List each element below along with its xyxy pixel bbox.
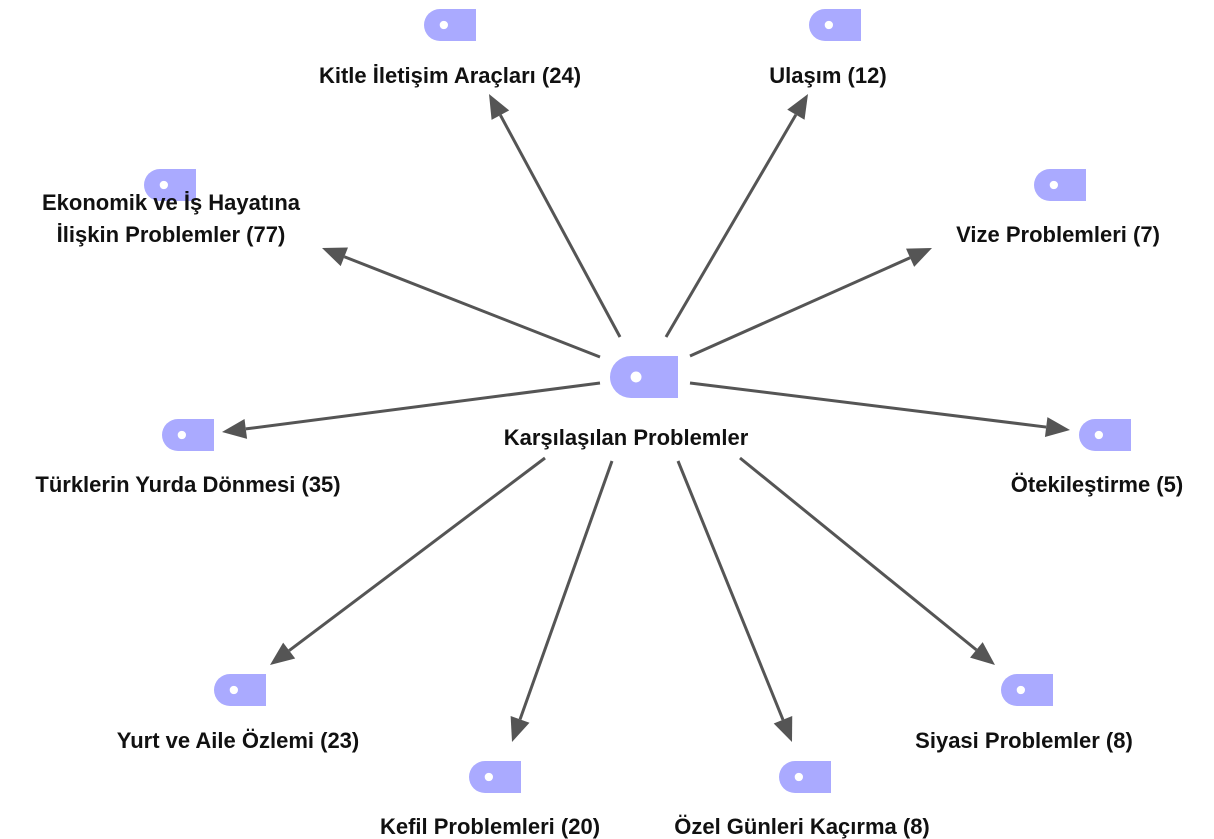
edge-to-ekonomik — [322, 247, 601, 359]
code-tag-shape — [1001, 674, 1053, 706]
code-tag-shape — [424, 9, 476, 41]
code-tag-shape — [162, 419, 214, 451]
code-tag-dot — [1049, 180, 1058, 190]
code-tag-shape — [610, 356, 678, 398]
code-tag-dot — [1094, 430, 1103, 440]
edge-to-kefil — [510, 460, 614, 742]
arrow-head-icon — [773, 716, 793, 742]
arrow-head-icon — [322, 247, 348, 267]
code-tag-dot — [484, 772, 493, 782]
code-tag-dot — [439, 20, 448, 30]
center-node-label: Karşılaşılan Problemler — [504, 425, 749, 450]
node-label-yurt: Yurt ve Aile Özlemi (23) — [117, 728, 360, 753]
code-tag-shape — [1034, 169, 1086, 201]
node-label-siyasi: Siyasi Problemler (8) — [915, 728, 1133, 753]
code-tag-shape — [1079, 419, 1131, 451]
edge-line — [689, 381, 1047, 429]
edge-to-vize — [689, 248, 932, 358]
node-label-siyasi-line: Siyasi Problemler (8) — [915, 728, 1133, 753]
edge-to-kitle — [489, 94, 622, 338]
arrow-head-icon — [906, 248, 932, 267]
node-label-vize-line: Vize Problemleri (7) — [956, 222, 1160, 247]
arrow-head-icon — [970, 642, 995, 665]
arrow-head-icon — [1044, 417, 1070, 437]
edge-to-otekilestirme — [689, 381, 1070, 437]
siyasi-code-tag-icon[interactable] — [1001, 674, 1053, 706]
edge-line — [499, 114, 622, 338]
kefil-code-tag-icon[interactable] — [469, 761, 521, 793]
code-tag-dot — [177, 430, 186, 440]
node-label-ulasim-line: Ulaşım (12) — [769, 63, 886, 88]
edge-line — [343, 255, 601, 359]
arrow-head-icon — [222, 418, 248, 439]
yurt-code-tag-icon[interactable] — [214, 674, 266, 706]
edge-to-turklerin — [222, 381, 601, 439]
code-tag-dot — [229, 685, 238, 695]
node-label-ozel: Özel Günleri Kaçırma (8) — [674, 814, 930, 839]
edge-line — [288, 456, 546, 652]
code-tag-dot — [794, 772, 804, 782]
vize-code-tag-icon[interactable] — [1034, 169, 1086, 201]
code-tag-shape — [779, 761, 831, 793]
edge-line — [664, 113, 798, 338]
edge-line — [518, 460, 614, 720]
edge-line — [676, 460, 785, 721]
ulasim-code-tag-icon[interactable] — [809, 9, 861, 41]
node-label-vize: Vize Problemleri (7) — [956, 222, 1160, 247]
ozel-code-tag-icon[interactable] — [779, 761, 831, 793]
code-tag-dot — [824, 20, 834, 30]
node-label-turklerin: Türklerin Yurda Dönmesi (35) — [35, 472, 340, 497]
node-label-ulasim: Ulaşım (12) — [769, 63, 886, 88]
node-label-kitle: Kitle İletişim Araçları (24) — [319, 63, 581, 88]
node-label-kefil: Kefil Problemleri (20) — [380, 814, 600, 839]
nodes-layer: Karşılaşılan Problemler Kitle İletişim Ar… — [35, 9, 1183, 839]
arrow-head-icon — [489, 94, 510, 120]
center-code-tag-icon[interactable] — [610, 356, 678, 398]
edges-layer — [222, 94, 1070, 742]
code-tag-shape — [469, 761, 521, 793]
turklerin-code-tag-icon[interactable] — [162, 419, 214, 451]
arrow-head-icon — [270, 642, 296, 665]
node-label-turklerin-line: Türklerin Yurda Dönmesi (35) — [35, 472, 340, 497]
arrow-head-icon — [787, 94, 808, 120]
edge-line — [689, 256, 911, 358]
edge-to-ulasim — [664, 94, 808, 338]
code-tag-dot — [630, 371, 642, 383]
arrow-head-icon — [510, 716, 530, 742]
node-label-otekilestirme: Ötekileştirme (5) — [1011, 472, 1183, 497]
edge-line — [245, 381, 601, 431]
edge-to-yurt — [270, 456, 546, 665]
node-label-kitle-line: Kitle İletişim Araçları (24) — [319, 63, 581, 88]
edge-to-siyasi — [739, 456, 995, 665]
code-tag-shape — [214, 674, 266, 706]
otekilestirme-code-tag-icon[interactable] — [1079, 419, 1131, 451]
kitle-code-tag-icon[interactable] — [424, 9, 476, 41]
node-label-ekonomik-line: Ekonomik ve İş Hayatına — [42, 190, 301, 215]
code-tag-dot — [1016, 685, 1025, 695]
node-label-otekilestirme-line: Ötekileştirme (5) — [1011, 472, 1183, 497]
edge-line — [739, 456, 978, 652]
ekonomik-code-tag-icon[interactable] — [144, 169, 196, 201]
code-tag-dot — [159, 180, 168, 190]
code-tag-shape — [809, 9, 861, 41]
node-label-ekonomik-line: İlişkin Problemler (77) — [57, 222, 286, 247]
code-tag-shape — [144, 169, 196, 201]
node-label-ozel-line: Özel Günleri Kaçırma (8) — [674, 814, 930, 839]
edge-to-ozel — [676, 460, 793, 742]
node-label-kefil-line: Kefil Problemleri (20) — [380, 814, 600, 839]
node-label-yurt-line: Yurt ve Aile Özlemi (23) — [117, 728, 360, 753]
